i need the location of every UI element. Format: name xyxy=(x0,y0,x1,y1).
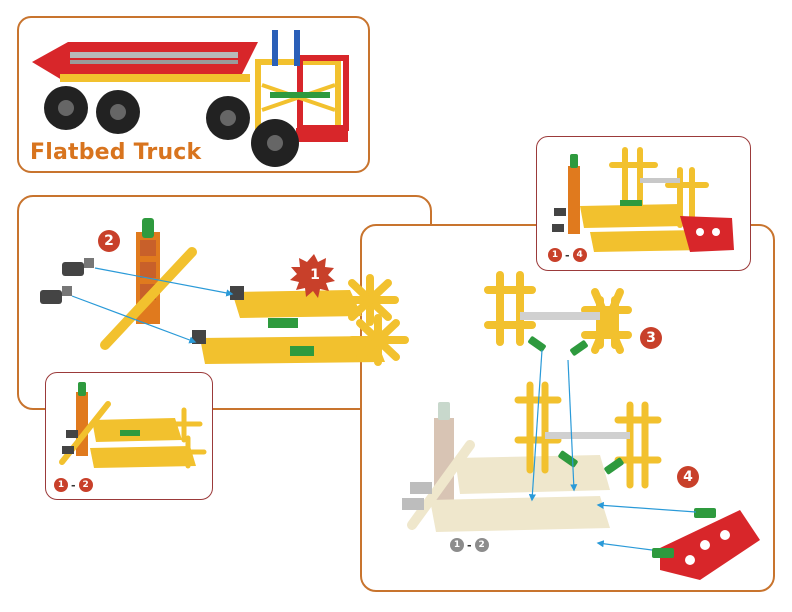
model-title: Flatbed Truck xyxy=(30,140,201,165)
range-to: 2 xyxy=(475,538,489,552)
range-sep: - xyxy=(71,479,76,492)
range-to: 4 xyxy=(573,248,587,262)
range-to: 2 xyxy=(79,478,93,492)
range-from: 1 xyxy=(548,248,562,262)
step-3-badge: 3 xyxy=(640,327,662,349)
step-4-badge: 4 xyxy=(677,466,699,488)
step-1-2-parts xyxy=(40,218,405,364)
range-label-1-2-bottom: 1 - 2 xyxy=(450,538,489,552)
range-sep: - xyxy=(565,249,570,262)
range-sep: - xyxy=(467,539,472,552)
step-3-parts xyxy=(488,275,628,356)
preview-1-4-image xyxy=(552,150,734,252)
range-from: 1 xyxy=(54,478,68,492)
step-2-badge: 2 xyxy=(98,230,120,252)
preview-1-2-image xyxy=(62,382,204,468)
range-label-1-4: 1 - 4 xyxy=(548,248,587,262)
step-1-badge: 1 xyxy=(304,264,326,286)
range-label-1-2-left: 1 - 2 xyxy=(54,478,93,492)
range-from: 1 xyxy=(450,538,464,552)
